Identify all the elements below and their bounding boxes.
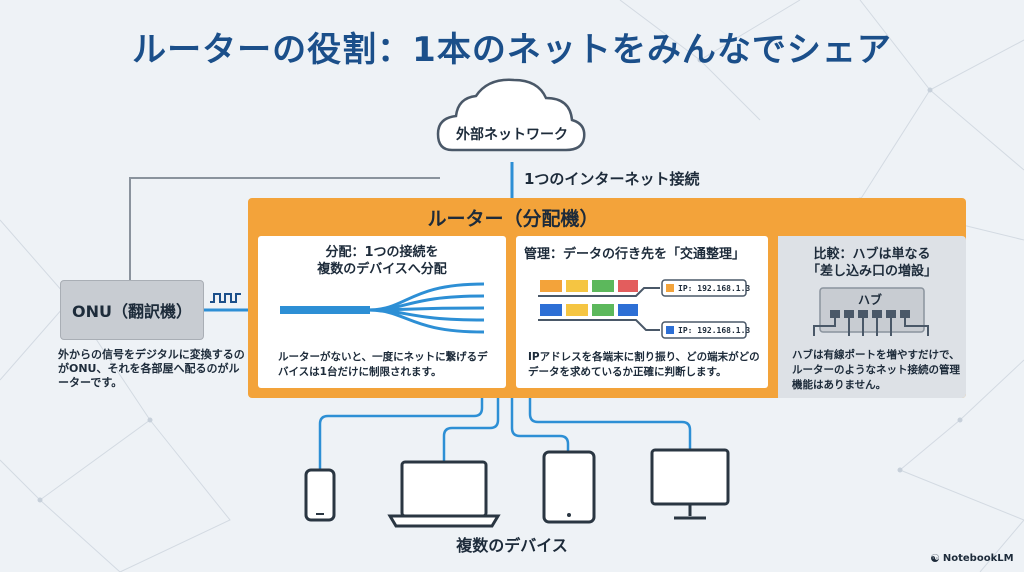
data-packet-orange — [540, 280, 562, 292]
comparison-card-text: ハブは有線ポートを増やすだけで、ルーターのようなネット接続の管理機能はありません… — [792, 349, 960, 391]
router-to-devices-wires — [318, 398, 692, 470]
ip-tag-2: IP: 192.168.1.3 — [678, 326, 750, 335]
router-title: ルーター（分配機） — [427, 208, 599, 230]
distribution-card-title: 分配：1つの接続を 複数のデバイスへ分配 — [317, 245, 447, 277]
fan-out-lines-icon — [280, 282, 485, 334]
page-title: ルーターの役割：1本のネットをみんなでシェア — [132, 30, 892, 70]
digital-signal-icon — [210, 293, 241, 303]
laptop-icon — [387, 460, 501, 528]
data-packet-green — [592, 280, 614, 292]
management-card: 管理：データの行き先を「交通整理」 IP: 192.168.1.3 IP: 19… — [516, 236, 768, 388]
port-icon-orange — [666, 284, 674, 292]
cloud-label: 外部ネットワーク — [456, 127, 568, 143]
comparison-card-title: 比較：ハブは単なる 「差し込み口の増設」 — [806, 247, 937, 279]
hub-label: ハブ — [858, 292, 882, 307]
onu-description: 外からの信号をデジタルに変換するのがONU、それを各部屋へ配るのがルーターです。 — [58, 348, 245, 389]
distribution-card: 分配：1つの接続を 複数のデバイスへ分配 ルーターがないと、一度にネットに繋げる… — [258, 236, 506, 388]
ip-tag-1: IP: 192.168.1.3 — [678, 284, 750, 293]
notebooklm-logo-icon: ☯ — [930, 552, 940, 565]
traffic-routing-diagram: IP: 192.168.1.3 IP: 192.168.1.3 — [538, 279, 750, 339]
devices-label: 複数のデバイス — [456, 536, 568, 555]
connection-label: 1つのインターネット接続 — [524, 170, 700, 188]
cloud-to-onu-wire — [129, 177, 440, 280]
port-icon-blue — [666, 326, 674, 334]
data-packet-red — [618, 280, 638, 292]
data-packet-yellow-2 — [566, 304, 588, 316]
smartphone-icon — [304, 468, 336, 522]
hub-icon: ハブ — [813, 287, 929, 336]
notebooklm-watermark: ☯ NotebookLM — [930, 552, 1014, 565]
data-packet-yellow — [566, 280, 588, 292]
data-packet-blue-2 — [618, 304, 638, 316]
comparison-card: 比較：ハブは単なる 「差し込み口の増設」 ハブ ハブは有線ポートを増やすだけで、… — [778, 236, 966, 398]
management-card-title: 管理：データの行き先を「交通整理」 — [524, 247, 746, 262]
onu-box: ONU（翻訳機） — [60, 280, 204, 340]
distribution-card-text: ルーターがないと、一度にネットに繋げるデバイスは1台だけに制限されます。 — [278, 351, 488, 378]
desktop-monitor-icon — [650, 448, 730, 520]
cloud-icon — [436, 78, 586, 152]
data-packet-green-2 — [592, 304, 614, 316]
tablet-icon — [542, 450, 596, 524]
data-packet-blue — [540, 304, 562, 316]
onu-label: ONU（翻訳機） — [72, 302, 192, 321]
management-card-text: IPアドレスを各端末に割り振り、どの端末がどのデータを求めているか正確に判断しま… — [528, 351, 760, 378]
